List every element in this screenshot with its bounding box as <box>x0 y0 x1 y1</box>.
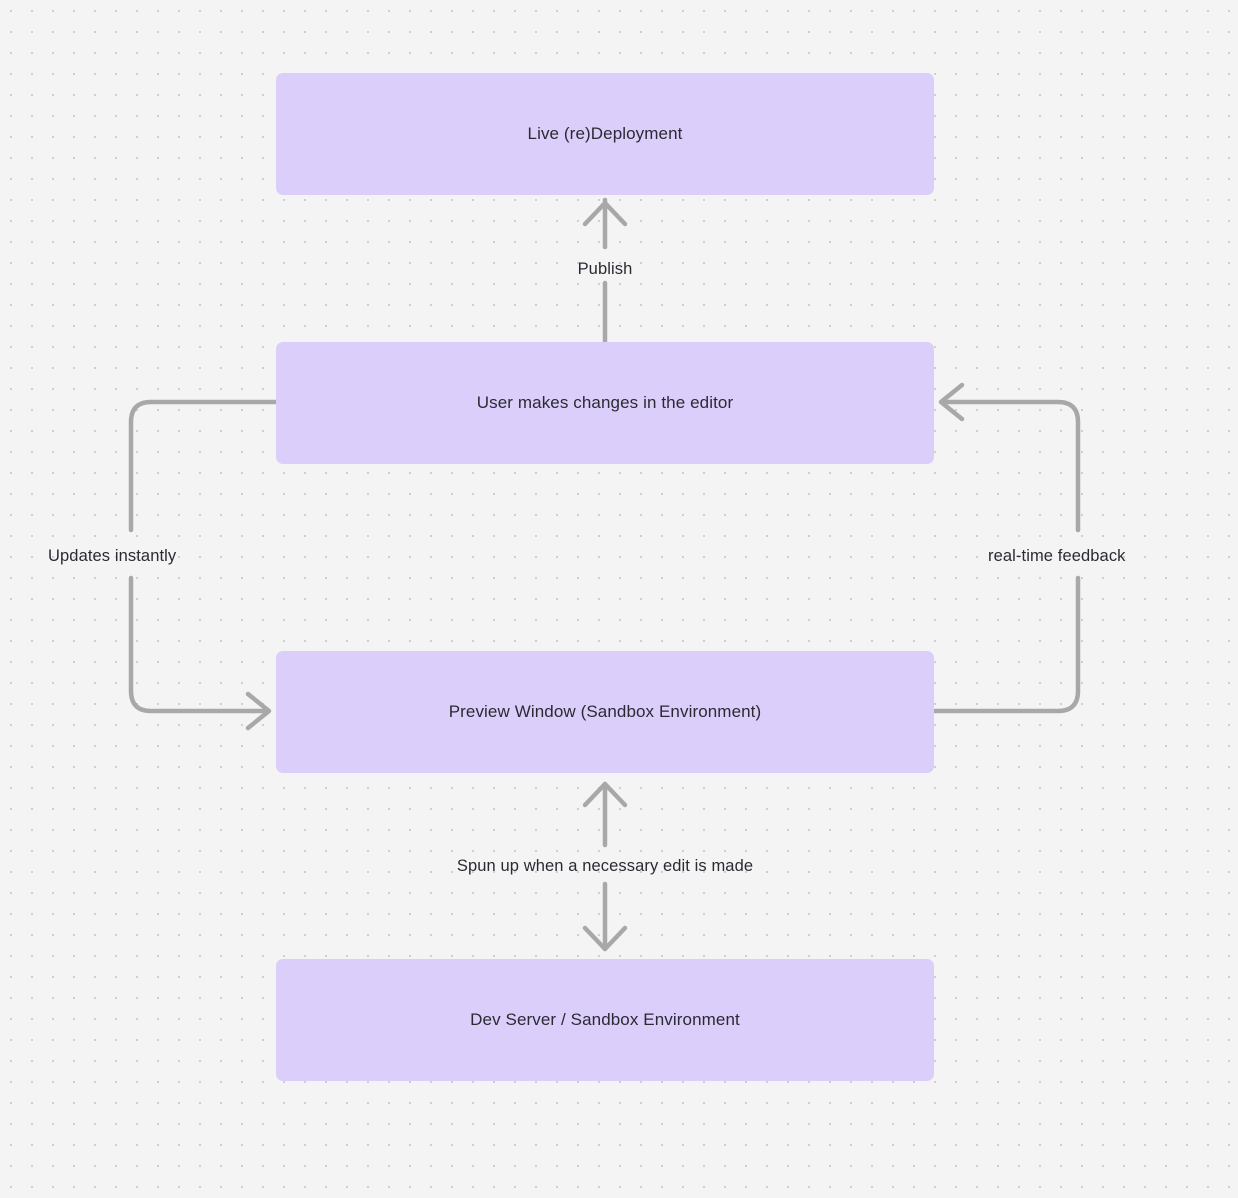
edge-realtime-arrowhead-left <box>938 382 965 422</box>
edge-spunup-arrowhead-up <box>582 781 628 808</box>
edge-label-spun-up: Spun up when a necessary edit is made <box>456 857 754 875</box>
edge-realtime-path-upper <box>943 399 1081 533</box>
node-live-redeployment[interactable]: Live (re)Deployment <box>276 73 934 195</box>
edge-label-real-time-feedback: real-time feedback <box>988 547 1126 565</box>
node-preview-window[interactable]: Preview Window (Sandbox Environment) <box>276 651 934 773</box>
edge-realtime-path-lower <box>931 575 1081 714</box>
edge-updates-instantly <box>128 399 279 731</box>
edge-spunup-arrowhead-down <box>582 925 628 952</box>
node-preview-window-label: Preview Window (Sandbox Environment) <box>448 701 762 721</box>
node-live-redeployment-label: Live (re)Deployment <box>527 123 683 143</box>
edge-label-updates-instantly: Updates instantly <box>48 547 177 565</box>
edge-label-publish: Publish <box>577 260 633 278</box>
edge-updates-path-upper <box>128 399 279 533</box>
node-user-makes-changes-label: User makes changes in the editor <box>476 392 734 412</box>
node-user-makes-changes[interactable]: User makes changes in the editor <box>276 342 934 464</box>
edge-publish-arrowhead-up <box>582 200 628 227</box>
edge-updates-path-lower <box>128 575 267 714</box>
node-dev-server-sandbox[interactable]: Dev Server / Sandbox Environment <box>276 959 934 1081</box>
node-dev-server-sandbox-label: Dev Server / Sandbox Environment <box>470 1009 740 1029</box>
edge-updates-arrowhead-right <box>245 691 272 731</box>
